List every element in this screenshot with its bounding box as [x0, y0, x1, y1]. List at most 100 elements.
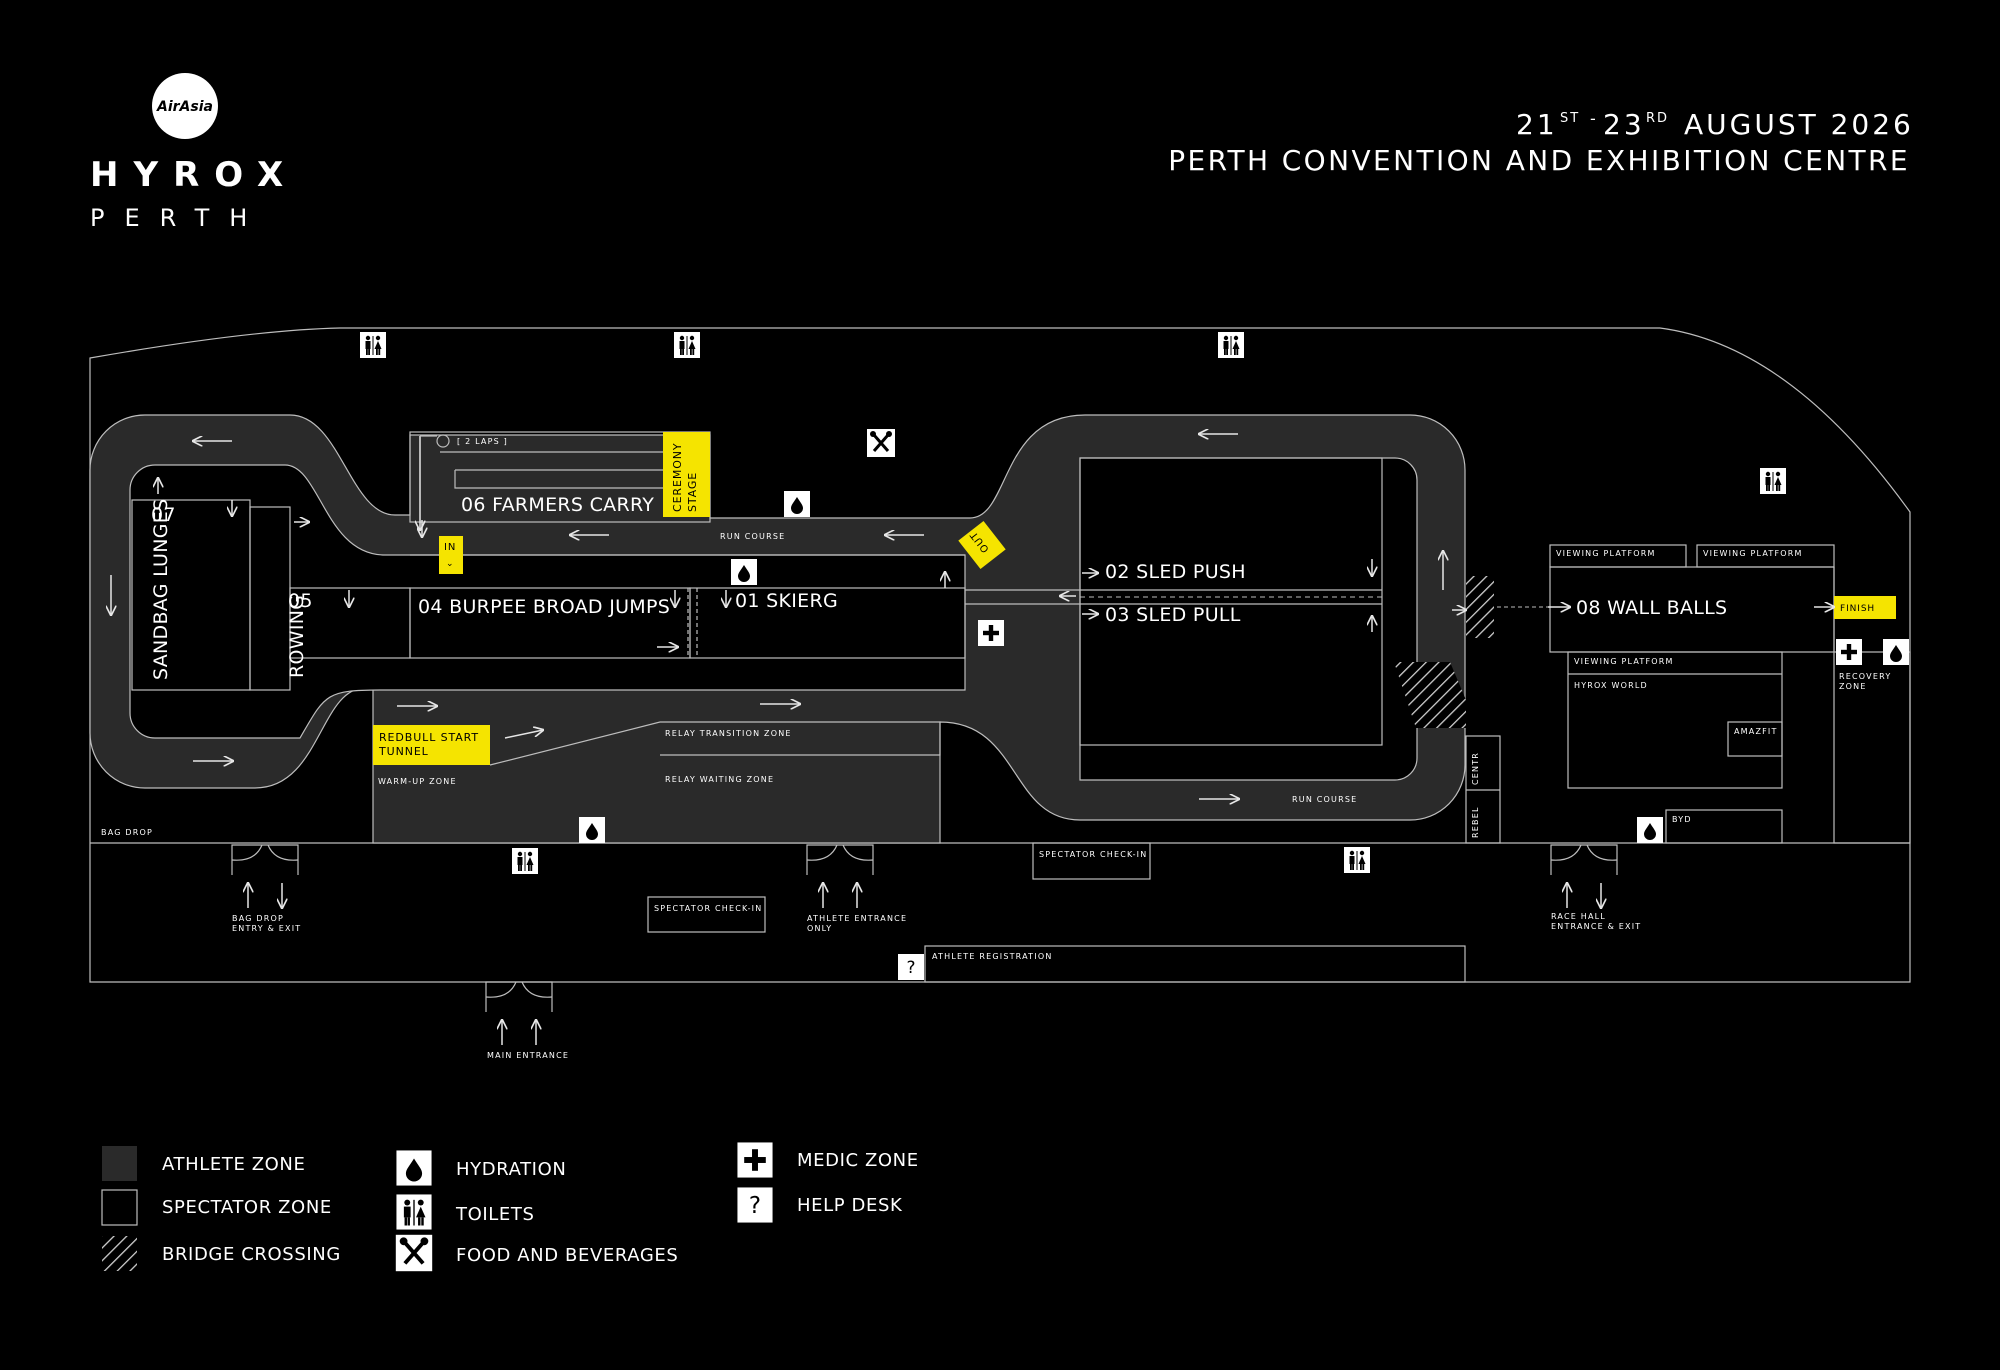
entry-in-marker: IN ⌄ — [439, 536, 463, 574]
zone-01-skierg — [689, 587, 966, 659]
label-warm-up-zone: WARM-UP ZONE — [378, 777, 457, 786]
food-beverage-icon — [865, 427, 897, 459]
svg-text:ONLY: ONLY — [807, 924, 832, 933]
label-spectator-checkin-west: SPECTATOR CHECK-IN — [654, 904, 762, 913]
svg-text:RACE HALL: RACE HALL — [1551, 912, 1606, 921]
label-06-laps: [ 2 LAPS ] — [457, 437, 508, 446]
label-viewing-platform-3: VIEWING PLATFORM — [1574, 657, 1674, 666]
legend-spectator-zone: SPECTATOR ZONE — [162, 1197, 332, 1218]
hydration-icon — [579, 817, 605, 843]
main-entrance: MAIN ENTRANCE — [485, 981, 568, 1060]
airasia-logo: AirAsia — [152, 73, 218, 139]
label-spectator-checkin-east: SPECTATOR CHECK-IN — [1039, 850, 1147, 859]
svg-text:FINISH: FINISH — [1840, 604, 1875, 614]
venue-name: PERTH CONVENTION AND EXHIBITION CENTRE — [1168, 144, 1910, 177]
exit-out-marker: OUT — [958, 520, 1006, 570]
ceremony-stage: CEREMONY STAGE — [663, 432, 710, 517]
zone-02-03-sled — [1079, 457, 1383, 746]
svg-text:REDBULL START: REDBULL START — [379, 731, 479, 744]
label-run-course-north: RUN COURSE — [720, 532, 785, 541]
relay-transition-box — [489, 721, 941, 766]
label-recovery-zone-1: RECOVERY — [1839, 672, 1891, 681]
toilet-icon — [1344, 847, 1370, 873]
spectator-checkin-east — [1032, 842, 1151, 880]
label-recovery-zone-2: ZONE — [1839, 682, 1867, 691]
map-legend: ATHLETE ZONE SPECTATOR ZONE BRIDGE CROSS… — [101, 1142, 919, 1274]
medic-icon — [978, 620, 1004, 646]
label-07-sandbag-lunges: SANDBAG LUNGES — [150, 499, 172, 680]
food-beverage-icon — [393, 1232, 435, 1274]
label-rebel: REBEL — [1471, 806, 1480, 838]
bridge-crossing-east — [1466, 576, 1494, 638]
label-viewing-platform-1: VIEWING PLATFORM — [1556, 549, 1656, 558]
farmers-carry-lanes — [440, 451, 678, 489]
svg-text:IN: IN — [444, 542, 456, 553]
bag-drop-entrance: BAG DROP ENTRY & EXIT — [231, 844, 301, 933]
label-03-sled-pull: 03 SLED PULL — [1105, 604, 1241, 626]
finish-marker: FINISH — [1834, 596, 1896, 619]
medic-icon — [737, 1142, 773, 1178]
svg-text:AUGUST 2026: AUGUST 2026 — [1684, 108, 1914, 141]
toilet-icon — [674, 332, 700, 358]
toilet-icon — [1760, 468, 1786, 494]
byd-booth — [1665, 809, 1783, 844]
track-inner-west — [129, 464, 966, 739]
label-05-number: 05 — [288, 590, 313, 612]
city-name: PERTH — [90, 204, 267, 232]
label-08-wall-balls: 08 WALL BALLS — [1576, 597, 1727, 619]
svg-text:TUNNEL: TUNNEL — [378, 745, 429, 758]
hydration-icon — [784, 491, 810, 517]
label-centr: CENTR — [1471, 752, 1480, 785]
help-desk-icon — [898, 954, 924, 980]
race-hall-entrance: RACE HALL ENTRANCE & EXIT — [1550, 844, 1641, 931]
label-viewing-platform-2: VIEWING PLATFORM — [1703, 549, 1803, 558]
legend-medic: MEDIC ZONE — [797, 1150, 919, 1171]
svg-text:ENTRY & EXIT: ENTRY & EXIT — [232, 924, 301, 933]
amazfit-booth — [1727, 721, 1783, 757]
label-05-rowing: ROWING — [286, 595, 308, 678]
hyrox-wordmark: HYROX — [90, 155, 298, 195]
legend-food: FOOD AND BEVERAGES — [456, 1245, 678, 1266]
legend-help-desk: HELP DESK — [797, 1195, 903, 1216]
legend-athlete-zone: ATHLETE ZONE — [162, 1154, 305, 1175]
svg-text:ENTRANCE & EXIT: ENTRANCE & EXIT — [1551, 922, 1641, 931]
hydration-icon — [731, 559, 757, 585]
athlete-entrance: ATHLETE ENTRANCE ONLY — [806, 844, 906, 933]
course-direction-arrows — [111, 434, 1834, 799]
airasia-logo-text: AirAsia — [156, 99, 213, 115]
label-amazfit: AMAZFIT — [1734, 727, 1778, 736]
label-02-sled-push: 02 SLED PUSH — [1105, 561, 1246, 583]
recovery-zone — [1833, 651, 1911, 844]
legend-bridge-swatch — [102, 1236, 137, 1271]
label-run-course-south: RUN COURSE — [1292, 795, 1357, 804]
hall-outline — [89, 327, 1911, 983]
laps-loop-icon — [420, 434, 450, 530]
help-desk-icon — [737, 1187, 773, 1223]
spectator-checkin-west — [647, 896, 766, 933]
toilet-icon — [1218, 332, 1244, 358]
event-dates: 21 ST - 23 RD AUGUST 2026 — [1516, 108, 1914, 141]
toilet-icon — [360, 332, 386, 358]
label-relay-transition: RELAY TRANSITION ZONE — [665, 729, 792, 738]
svg-text:ST: ST — [1560, 111, 1580, 126]
hydration-icon — [1883, 639, 1909, 665]
label-bag-drop: BAG DROP — [101, 828, 153, 837]
svg-text:23: 23 — [1603, 108, 1645, 141]
medic-icon — [1836, 639, 1862, 665]
svg-text:⌄: ⌄ — [446, 559, 454, 569]
label-01-skierg: 01 SKIERG — [735, 590, 838, 612]
toilet-icon — [512, 848, 538, 874]
svg-text:CEREMONY: CEREMONY — [671, 442, 684, 512]
bridge-crossing-south — [1394, 662, 1466, 728]
legend-athlete-swatch — [102, 1146, 137, 1181]
hydration-icon — [396, 1150, 432, 1186]
track-inner-east — [1079, 457, 1418, 781]
label-hyrox-world: HYROX WORLD — [1574, 681, 1648, 690]
label-04-burpee-broad-jumps: 04 BURPEE BROAD JUMPS — [418, 596, 670, 618]
svg-text:21: 21 — [1516, 108, 1558, 141]
athlete-registration-desk — [924, 945, 1466, 983]
svg-text:-: - — [1590, 109, 1596, 128]
hydration-icon — [1637, 817, 1663, 843]
redbull-start-tunnel: REDBULL START TUNNEL — [373, 725, 490, 765]
